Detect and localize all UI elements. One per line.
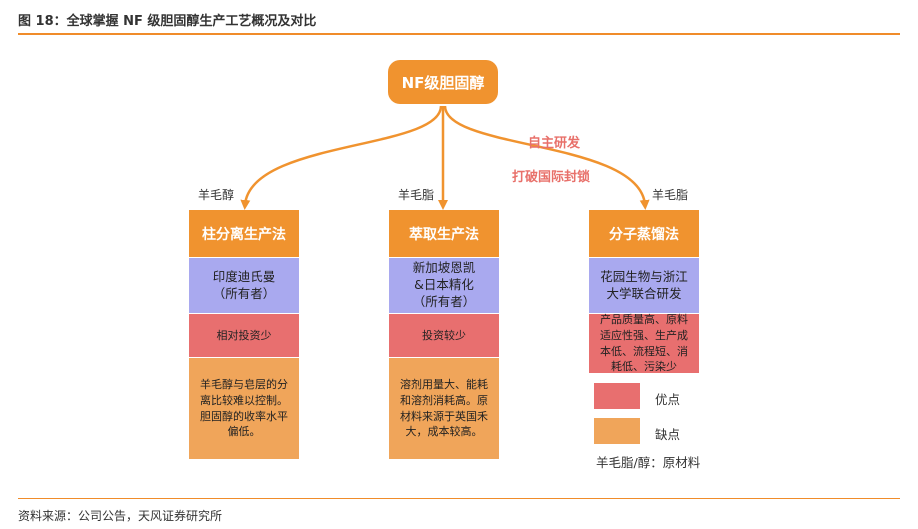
annotation-break-blockade: 打破国际封锁 <box>512 170 591 185</box>
legend-label-con: 缺点 <box>655 427 681 442</box>
figure-source: 资料来源：公司公告，天风证券研究所 <box>18 509 223 523</box>
method-header: 柱分离生产法 <box>189 210 299 258</box>
input-label-middle: 羊毛脂 <box>398 188 435 202</box>
method-owner: 印度迪氏曼 （所有者） <box>189 258 299 314</box>
bottom-rule <box>18 498 900 499</box>
root-node: NF级胆固醇 <box>388 60 498 104</box>
figure-title: 图 18：全球掌握 NF 级胆固醇生产工艺概况及对比 <box>18 14 317 29</box>
method-owner: 新加坡恩凯 &日本精化 （所有者） <box>389 258 499 314</box>
arrow-left <box>240 105 443 210</box>
input-label-left: 羊毛醇 <box>198 188 235 202</box>
arrow-right <box>443 105 650 210</box>
legend-note: 羊毛脂/醇：原材料 <box>596 455 701 470</box>
method-column-extraction: 萃取生产法 新加坡恩凯 &日本精化 （所有者） 投资较少 溶剂用量大、能耗和溶剂… <box>389 210 499 460</box>
method-column-column-separation: 柱分离生产法 印度迪氏曼 （所有者） 相对投资少 羊毛醇与皂层的分离比较难以控制… <box>189 210 299 460</box>
legend-swatch-con <box>594 418 640 444</box>
top-rule <box>18 33 900 35</box>
method-header: 萃取生产法 <box>389 210 499 258</box>
method-column-molecular-distillation: 分子蒸馏法 花园生物与浙江大学联合研发 产品质量高、原料适应性强、生产成本低、流… <box>589 210 699 374</box>
legend-label-pro: 优点 <box>655 392 681 407</box>
method-pro: 产品质量高、原料适应性强、生产成本低、流程短、消耗低、污染少 <box>589 313 699 374</box>
annotation-self-developed: 自主研发 <box>528 136 581 151</box>
method-pro: 投资较少 <box>389 314 499 358</box>
method-pro: 相对投资少 <box>189 314 299 358</box>
method-con: 羊毛醇与皂层的分离比较难以控制。胆固醇的收率水平偏低。 <box>189 358 299 460</box>
legend-swatch-pro <box>594 383 640 409</box>
input-label-right: 羊毛脂 <box>652 188 689 202</box>
method-header: 分子蒸馏法 <box>589 210 699 258</box>
method-owner: 花园生物与浙江大学联合研发 <box>589 258 699 314</box>
method-con: 溶剂用量大、能耗和溶剂消耗高。原材料来源于英国禾大，成本较高。 <box>389 358 499 460</box>
